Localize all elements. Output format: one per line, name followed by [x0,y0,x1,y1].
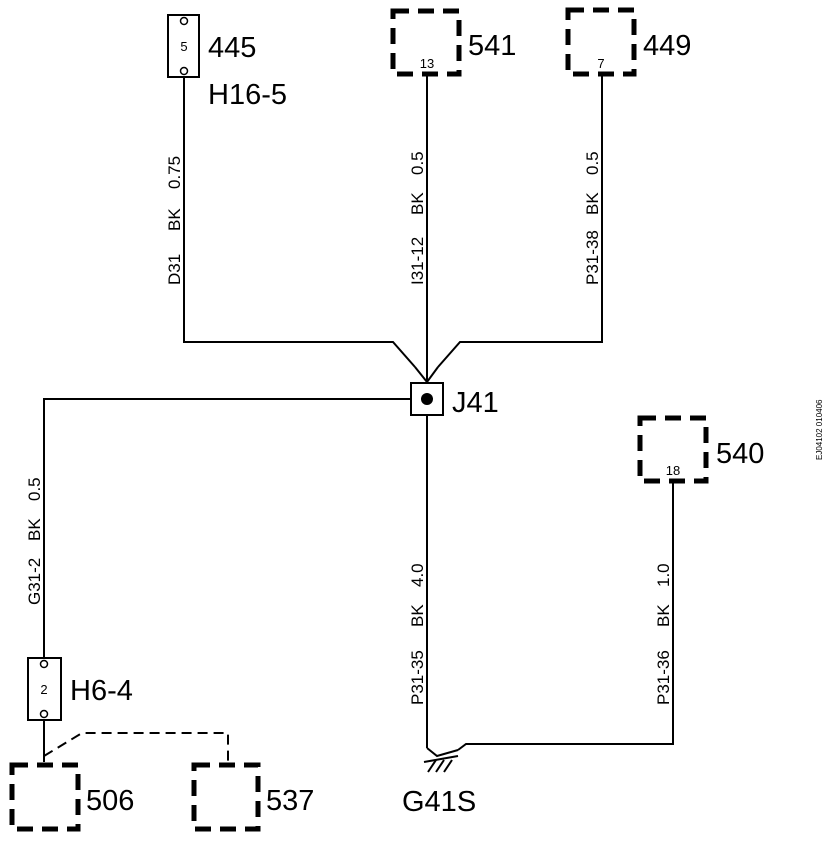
wire-p31-38-circuit: P31-38 [583,230,602,285]
connector-h16-5-label: H16-5 [208,79,287,111]
component-449[interactable]: 7 [565,7,637,77]
reference-stamp: EJ04102 010406 [815,399,824,460]
component-449-label: 449 [643,30,691,62]
splice-j41[interactable] [410,382,444,416]
wire-d31-color: BK [165,208,184,231]
wire-p31-36-size: 1.0 [654,563,673,587]
splice-j41-label: J41 [452,387,499,419]
wire-i31-12-circuit: I31-12 [408,237,427,285]
wire-i31-12-color: BK [408,192,427,215]
wire-p31-38-color: BK [583,192,602,215]
wire-g31-2-size: 0.5 [25,477,44,501]
connector-445-pin: 5 [180,39,187,54]
wire-d31[interactable] [183,77,416,368]
component-537[interactable] [191,762,261,832]
wire-p31-36-circuit: P31-36 [654,650,673,705]
wire-h6-4-to-537[interactable] [43,732,229,762]
wire-g31-2-color: BK [25,518,44,541]
component-541[interactable]: 13 [390,8,462,77]
wire-p31-35-color: BK [408,604,427,627]
wire-p31-35-circuit: P31-35 [408,650,427,705]
connector-h6-4-pin: 2 [40,682,47,697]
wire-p31-38-entry [426,366,439,383]
connector-h6-4[interactable]: 2 [27,657,62,721]
ground-g41s-symbol-icon[interactable] [423,747,459,773]
wire-d31-size: 0.75 [165,156,184,189]
component-506[interactable] [9,762,81,832]
component-540-label: 540 [716,438,764,470]
wire-p31-38-size: 0.5 [583,151,602,175]
wire-p31-36[interactable] [457,482,674,751]
component-540-pin: 18 [666,463,680,478]
connector-h6-4-label: H6-4 [70,675,133,707]
wire-p31-38[interactable] [437,75,603,368]
ground-g41s-label: G41S [402,786,476,818]
wire-i31-12-size: 0.5 [408,151,427,175]
connector-445[interactable]: 5 [167,14,200,78]
component-541-pin: 13 [420,56,434,71]
wire-d31-entry [414,366,428,383]
component-540[interactable]: 18 [637,415,709,484]
component-449-pin: 7 [597,56,604,71]
wire-d31-circuit: D31 [165,254,184,285]
connector-445-label: 445 [208,32,256,64]
component-506-label: 506 [86,785,134,817]
component-541-label: 541 [468,30,516,62]
wire-p31-36-color: BK [654,604,673,627]
wire-p31-35-size: 4.0 [408,563,427,587]
component-537-label: 537 [266,785,314,817]
wire-g31-2[interactable] [43,398,411,660]
wire-g31-2-circuit: G31-2 [25,558,44,605]
